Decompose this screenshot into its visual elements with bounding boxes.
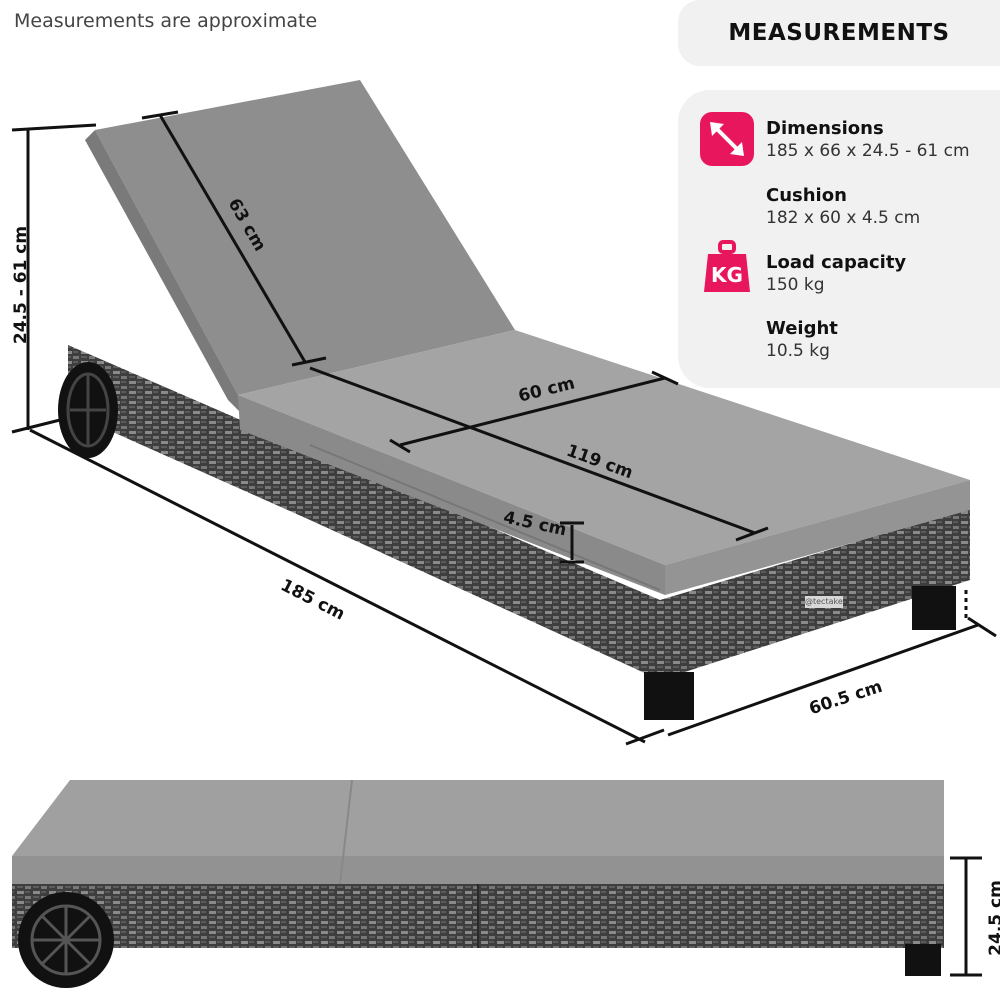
seat-cushion-side [238,395,665,595]
spec-value: 150 kg [766,275,825,295]
backrest-edge [85,130,240,412]
spec-cushion: Cushion 182 x 60 x 4.5 cm [766,185,920,228]
spec-value: 185 x 66 x 24.5 - 61 cm [766,141,970,161]
side-leg [905,944,941,976]
brand-label: @tectake [805,597,843,606]
lounger-side-view [12,779,982,988]
spec-dimensions: Dimensions 185 x 66 x 24.5 - 61 cm [766,118,970,161]
spec-load-capacity: Load capacity 150 kg [766,252,906,295]
side-height-line [950,856,982,977]
approximate-note: Measurements are approximate [14,10,318,32]
dim-height-range: 24.5 - 61 cm [11,225,32,345]
side-cushion-front [12,856,944,884]
resize-arrows-icon [700,112,754,166]
leg-back [912,586,956,630]
spec-label: Weight [766,318,838,339]
measurements-title: MEASUREMENTS [728,20,950,46]
specs-panel: Dimensions 185 x 66 x 24.5 - 61 cm Cushi… [678,90,1000,388]
dim-side-height: 24.5 cm [985,880,1000,956]
seat-cushion-end [665,480,970,595]
side-wheel [18,892,114,988]
spec-weight: Weight 10.5 kg [766,318,838,361]
spec-label: Cushion [766,185,847,206]
backrest-cushion [95,80,515,395]
spec-label: Dimensions [766,118,884,139]
dimension-lines [11,110,997,746]
spec-value: 10.5 kg [766,341,830,361]
spec-label: Load capacity [766,252,907,273]
seat-cushion [238,330,970,565]
kg-weight-icon: KG [700,240,754,294]
kg-text: KG [711,263,743,287]
wheel [58,362,118,458]
leg-front [644,672,694,720]
brand-tag [805,596,843,608]
lounger-perspective [58,80,970,720]
side-cushion-top [12,780,944,856]
measurements-header: MEASUREMENTS [678,0,1000,66]
frame-end [660,508,970,680]
frame-side [68,345,660,680]
spec-value: 182 x 60 x 4.5 cm [766,208,921,228]
